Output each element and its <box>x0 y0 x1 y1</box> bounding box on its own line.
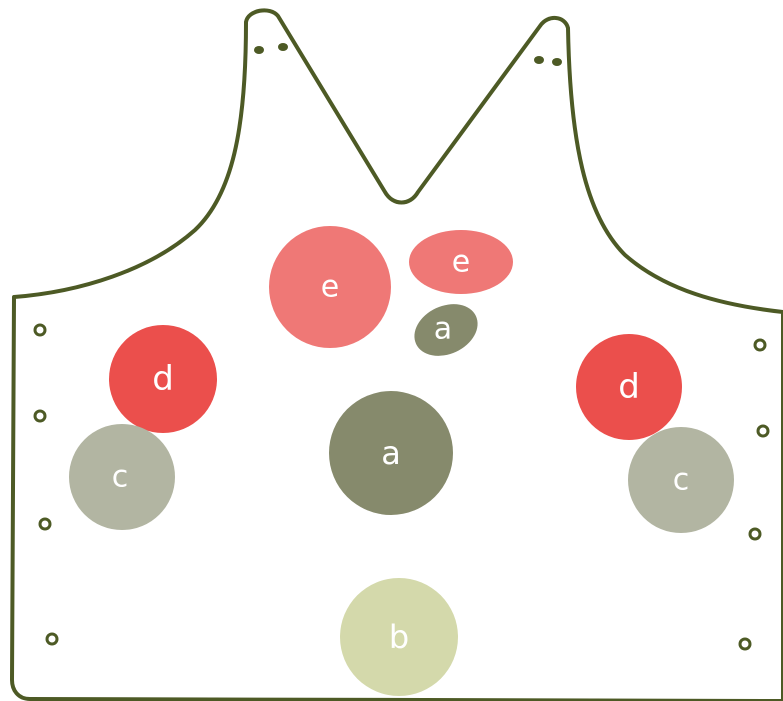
snap-ring-right-2 <box>756 424 770 438</box>
piece-a-small: a <box>414 304 478 356</box>
piece-e-left-label: e <box>321 270 339 305</box>
snap-ring-right-4 <box>738 637 752 651</box>
strap-marker-left-1 <box>254 46 264 54</box>
piece-d-left-label: d <box>152 359 174 399</box>
piece-a-center: a <box>329 391 453 515</box>
strap-marker-right-1 <box>534 56 544 64</box>
piece-d-right: d <box>576 334 682 440</box>
piece-c-left: c <box>69 424 175 530</box>
piece-d-left: d <box>109 325 217 433</box>
piece-c-right: c <box>628 427 734 533</box>
piece-b-bottom: b <box>340 578 458 696</box>
snap-ring-left-3 <box>38 517 52 531</box>
piece-a-center-label: a <box>381 434 401 472</box>
piece-b-bottom-label: b <box>389 618 409 656</box>
piece-c-left-label: c <box>112 460 129 495</box>
piece-d-right-label: d <box>618 367 640 407</box>
strap-marker-left-2 <box>278 43 288 51</box>
snap-ring-right-1 <box>753 338 767 352</box>
piece-e-right: e <box>409 230 513 294</box>
piece-e-right-label: e <box>452 245 470 280</box>
snap-ring-left-1 <box>33 323 47 337</box>
pattern-outline <box>10 8 783 701</box>
snap-ring-left-4 <box>45 632 59 646</box>
strap-marker-right-2 <box>552 58 562 66</box>
snap-ring-left-2 <box>33 409 47 423</box>
piece-e-left: e <box>269 226 391 348</box>
piece-c-right-label: c <box>673 463 690 498</box>
piece-a-small-label: a <box>434 312 452 347</box>
snap-ring-right-3 <box>748 527 762 541</box>
